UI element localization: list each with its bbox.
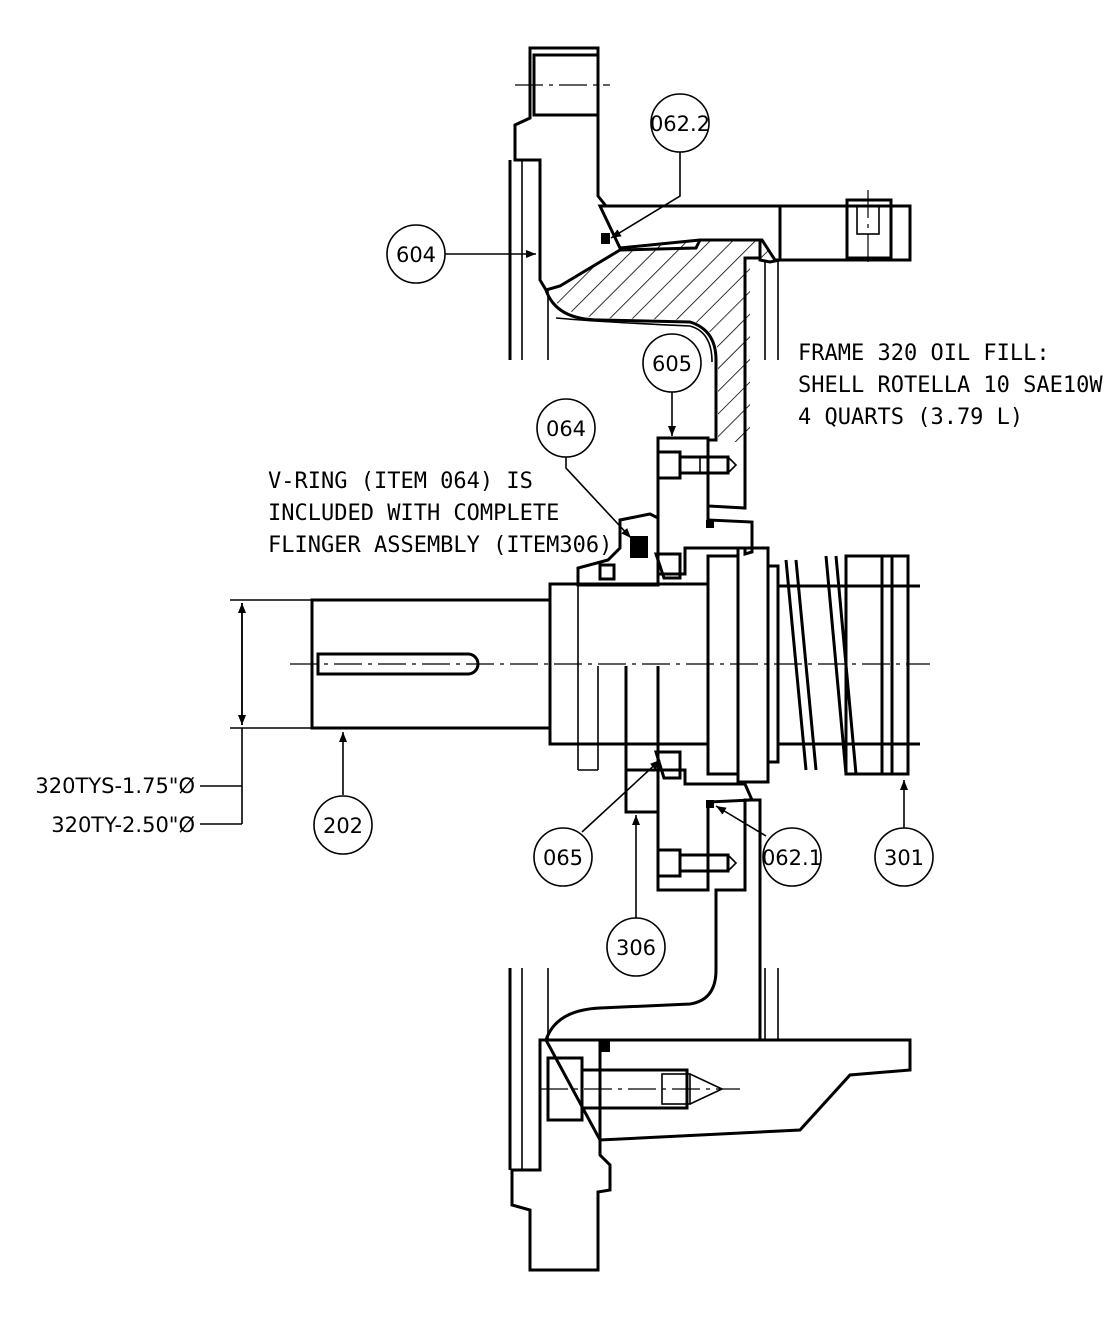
balloon-064: 064 xyxy=(536,398,632,539)
oil-note-line-2: SHELL ROTELLA 10 SAE10W xyxy=(798,373,1103,398)
balloon-062-1-label: 062.1 xyxy=(762,846,822,870)
balloon-062-2: 062.2 xyxy=(610,93,710,239)
vring-note-line-3: FLINGER ASSEMBLY (ITEM306) xyxy=(268,533,612,558)
balloon-306: 306 xyxy=(606,815,666,977)
dim-label-320tys: 320TYS-1.75"Ø xyxy=(35,774,195,798)
top-housing xyxy=(508,46,912,510)
oil-note-line-3: 4 QUARTS (3.79 L) xyxy=(798,405,1023,430)
seal-cap-605 xyxy=(653,436,754,580)
v-ring-note: V-RING (ITEM 064) IS INCLUDED WITH COMPL… xyxy=(268,469,612,558)
vring-note-line-1: V-RING (ITEM 064) IS xyxy=(268,469,533,494)
dim-label-320ty: 320TY-2.50"Ø xyxy=(51,813,195,837)
balloon-064-label: 064 xyxy=(546,417,586,441)
balloon-062-2-label: 062.2 xyxy=(650,112,710,136)
balloon-605: 605 xyxy=(642,333,702,436)
balloon-301: 301 xyxy=(874,780,934,887)
balloon-202-label: 202 xyxy=(323,814,363,838)
balloon-605-label: 605 xyxy=(652,352,692,376)
balloon-306-label: 306 xyxy=(616,936,656,960)
oil-note-line-1: FRAME 320 OIL FILL: xyxy=(798,341,1050,366)
balloon-301-label: 301 xyxy=(884,846,924,870)
balloon-604: 604 xyxy=(386,224,536,284)
bottom-housing xyxy=(508,768,912,1272)
balloon-065: 065 xyxy=(533,759,661,887)
oil-fill-note: FRAME 320 OIL FILL: SHELL ROTELLA 10 SAE… xyxy=(798,341,1103,430)
vring-note-line-2: INCLUDED WITH COMPLETE xyxy=(268,501,559,526)
balloon-062-1: 062.1 xyxy=(715,805,822,887)
balloon-202: 202 xyxy=(313,732,373,855)
shaft-202 xyxy=(290,546,930,814)
shaft-diameter-dimension: 320TYS-1.75"Ø 320TY-2.50"Ø xyxy=(35,599,312,837)
balloon-604-label: 604 xyxy=(396,243,436,267)
balloon-065-label: 065 xyxy=(543,846,583,870)
